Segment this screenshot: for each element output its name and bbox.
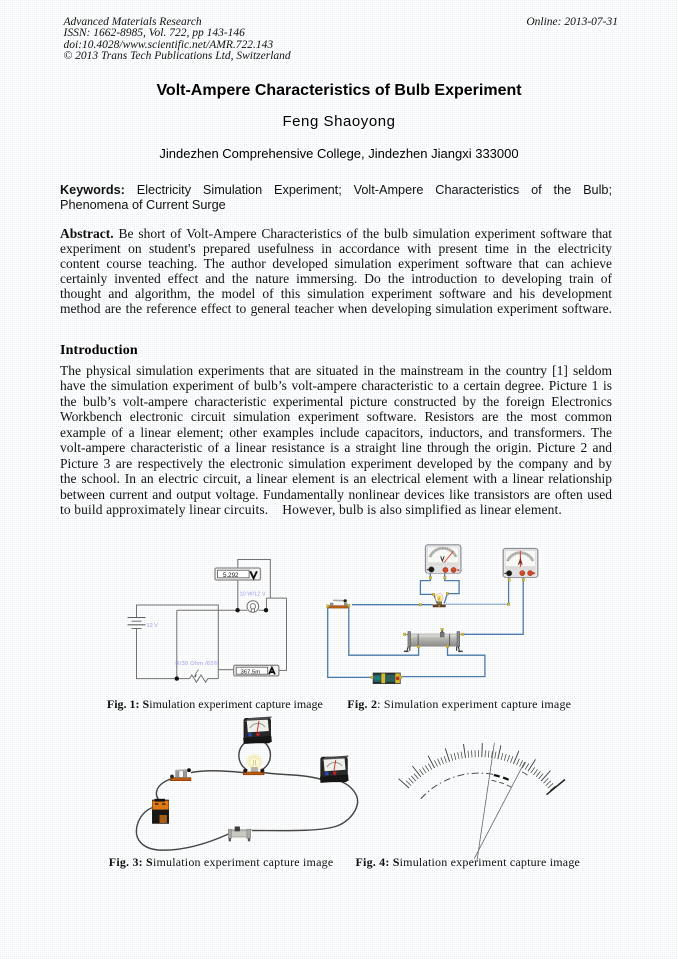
svg-text:5.292: 5.292: [223, 572, 239, 579]
svg-text:12 V: 12 V: [147, 623, 159, 629]
svg-text:10 W/12 V: 10 W/12 V: [240, 592, 266, 598]
svg-text:367.5m: 367.5m: [241, 669, 261, 675]
svg-text:R/30 Ohm /65%: R/30 Ohm /65%: [175, 661, 219, 667]
